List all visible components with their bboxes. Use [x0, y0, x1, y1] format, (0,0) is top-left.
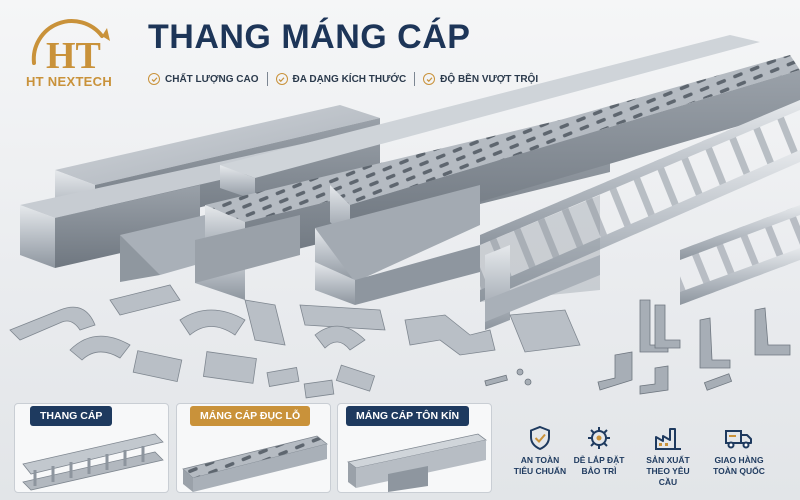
shield-check-icon	[530, 425, 550, 451]
check-circle-icon	[275, 73, 288, 85]
product-label: MÁNG CÁP TÔN KÍN	[346, 406, 470, 426]
benefit-delivery: GIAO HÀNG TOÀN QUỐC	[707, 425, 771, 477]
feature-label: CHẤT LƯỢNG CAO	[165, 73, 259, 85]
benefit-line-2: THEO YÊU CẦU	[646, 466, 690, 487]
feature-label: ĐỘ BỀN VƯỢT TRỘI	[440, 73, 539, 85]
benefit-line-2: TIÊU CHUẨN	[513, 466, 567, 476]
feature-label: ĐA DẠNG KÍCH THƯỚC	[292, 73, 407, 85]
benefit-line-2: BẢO TRÌ	[581, 466, 617, 476]
benefit-line-2: TOÀN QUỐC	[713, 466, 765, 476]
feature-list: CHẤT LƯỢNG CAO ĐA DẠNG KÍCH THƯỚC ĐỘ BỀN…	[148, 72, 546, 86]
divider	[414, 72, 416, 86]
benefit-install: DỄ LẮP ĐẶT BẢO TRÌ	[567, 425, 631, 477]
svg-text:HT: HT	[46, 35, 101, 77]
page-title: THANG MÁNG CÁP	[148, 18, 471, 56]
feature-item: ĐỘ BỀN VƯỢT TRỘI	[415, 73, 546, 85]
product-card-ladder	[14, 403, 169, 493]
truck-icon	[725, 430, 752, 449]
ladder-tray-image	[22, 433, 164, 491]
factory-icon	[655, 428, 681, 450]
product-label: MÁNG CÁP ĐỤC LỖ	[190, 406, 311, 426]
benefit-line-1: DỄ LẮP ĐẶT	[573, 455, 625, 465]
perforated-tray-image	[182, 435, 328, 492]
benefit-line-1: SẢN XUẤT	[646, 455, 690, 465]
solid-tray-image	[347, 433, 487, 492]
benefit-safety: AN TOÀN TIÊU CHUẨN	[508, 425, 572, 477]
divider	[266, 72, 268, 86]
feature-item: CHẤT LƯỢNG CAO	[148, 73, 267, 85]
product-label: THANG CÁP	[30, 406, 113, 426]
check-circle-icon	[148, 73, 160, 85]
benefit-line-1: AN TOÀN	[520, 455, 560, 465]
benefit-line-1: GIAO HÀNG	[714, 455, 764, 465]
brand-name: HT NEXTECH	[25, 74, 113, 89]
brand-logo-icon: HT	[31, 19, 110, 77]
feature-item: ĐA DẠNG KÍCH THƯỚC	[268, 73, 415, 85]
benefit-production: SẢN XUẤT THEO YÊU CẦU	[636, 425, 700, 488]
check-circle-icon	[423, 73, 436, 85]
gear-icon	[588, 427, 610, 449]
